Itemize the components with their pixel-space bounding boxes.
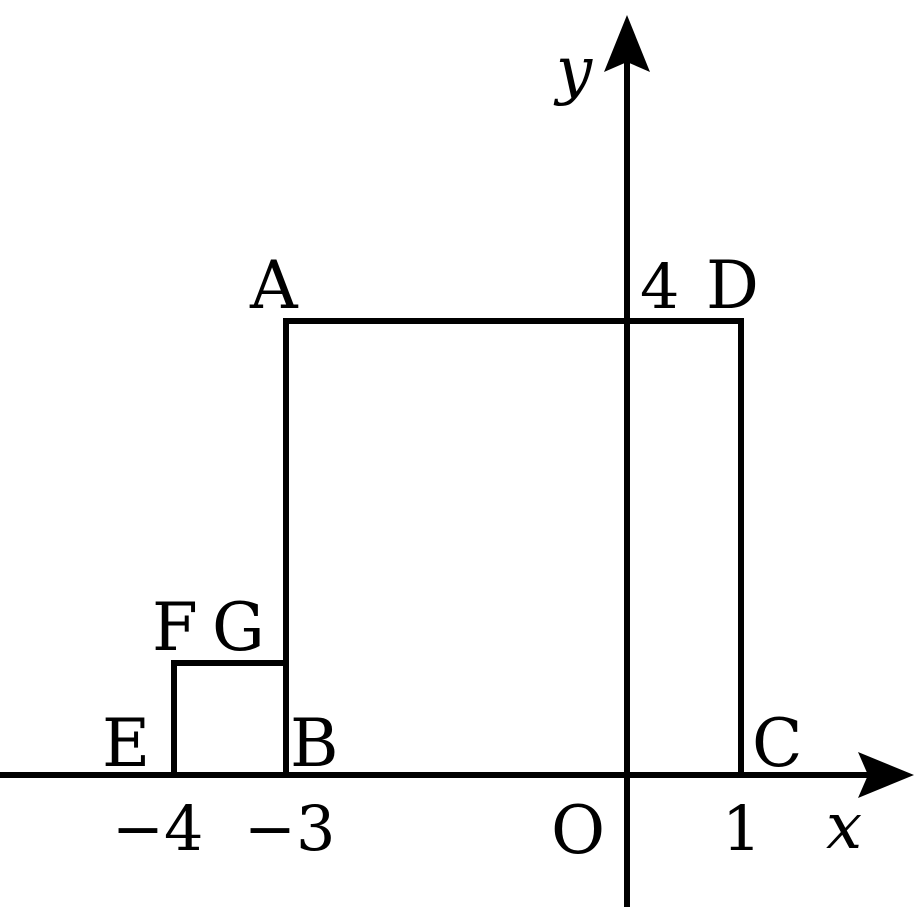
point-label-g: G: [212, 589, 265, 666]
tick-label-x-neg4: −4: [112, 792, 203, 865]
rectangle-efgb: [171, 660, 286, 775]
tick-label-x-1: 1: [722, 792, 761, 865]
rectangle-abcd: [283, 318, 744, 775]
y-axis-label: y: [553, 34, 593, 108]
tick-label-x-neg3: −3: [244, 792, 335, 865]
point-label-d: D: [706, 247, 759, 324]
point-label-f: F: [152, 589, 198, 666]
point-label-e: E: [102, 705, 150, 782]
point-label-a: A: [249, 247, 299, 324]
point-label-c: C: [752, 705, 803, 782]
y-axis-arrowhead: [604, 15, 650, 72]
point-label-b: B: [290, 705, 339, 782]
x-axis-label: x: [826, 790, 862, 864]
origin-label: O: [551, 792, 605, 869]
tick-label-y-4: 4: [640, 250, 679, 323]
x-axis-arrowhead: [858, 752, 914, 798]
